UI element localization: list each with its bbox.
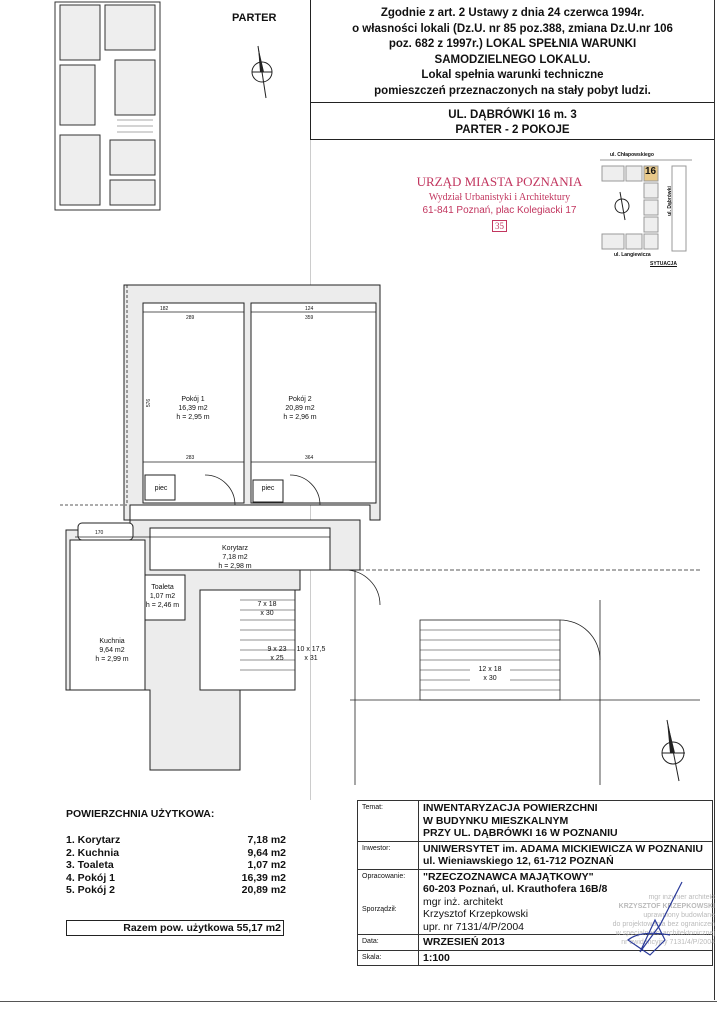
legal-line: pomieszczeń przeznaczonych na stały poby… <box>374 84 651 97</box>
field-label: Data: <box>357 934 419 951</box>
scale-value: 1:100 <box>418 949 713 966</box>
building-key-plan <box>54 1 161 211</box>
author-value: "RZECZOZNAWCA MAJĄTKOWY"60-203 Poznań, u… <box>418 868 713 935</box>
signature <box>627 881 683 956</box>
investor-value: UNIWERSYTET im. ADAMA MICKIEWICZA W POZN… <box>418 840 713 870</box>
legal-line: poz. 682 z 1997r.) LOKAL SPEŁNIA WARUNKI <box>388 38 637 50</box>
stamp-number: 35 <box>492 220 507 232</box>
street-label: ul. Chłapowskiego <box>610 152 654 158</box>
legal-line: o własności lokali (Dz.U. nr 85 poz.388,… <box>352 22 673 35</box>
area-summary-title: POWIERZCHNIA UŻYTKOWA: <box>66 808 215 820</box>
field-label: Inwestor: <box>357 840 419 870</box>
situation-title: SYTUACJA <box>650 261 677 267</box>
situation-plan: ul. Chłapowskiego 16 ul. Dąbrówki ul. La… <box>600 148 692 268</box>
stamp-line: URZĄD MIASTA POZNANIA <box>416 174 583 189</box>
stamp-line: Wydział Urbanistyki i Architektury <box>428 192 571 203</box>
field-label: Skala: <box>357 949 419 966</box>
page-border <box>714 0 715 1000</box>
divider <box>0 1001 717 1002</box>
legal-line: Zgodnie z art. 2 Ustawy z dnia 24 czerwc… <box>380 7 645 19</box>
dimension: 283 <box>186 455 195 461</box>
building-number: 16 <box>645 166 657 177</box>
stove-label: piec <box>261 485 275 492</box>
stamp-line: 61-841 Poznań, plac Kolegiacki 17 <box>422 205 577 216</box>
legal-header: Zgodnie z art. 2 Ustawy z dnia 24 czerwc… <box>310 0 715 140</box>
dimension: 170 <box>95 530 104 536</box>
dimension: 182 <box>160 306 169 312</box>
north-arrow-icon <box>661 719 685 782</box>
field-label: Temat: <box>357 800 419 842</box>
legal-line: Lokal spełnia warunki techniczne <box>421 69 604 81</box>
street-label: ul. Langiewicza <box>614 252 651 258</box>
floor-label: PARTER <box>232 12 277 24</box>
address-line: PARTER - 2 POKOJE <box>455 124 570 136</box>
office-stamp: URZĄD MIASTA POZNANIA Wydział Urbanistyk… <box>412 174 587 234</box>
field-label: Opracowanie:Sporządził: <box>357 868 419 935</box>
dimension: 364 <box>305 455 314 461</box>
address-line: UL. DĄBRÓWKI 16 m. 3 <box>448 109 577 121</box>
stove-label: piec <box>154 485 168 492</box>
dimension: 576 <box>146 398 153 408</box>
dimension: 289 <box>186 315 195 321</box>
north-arrow-icon <box>251 45 273 99</box>
floor-plan-drawing <box>60 284 700 785</box>
area-total: Razem pow. użytkowa 55,17 m2 <box>66 920 284 936</box>
dimension: 359 <box>305 315 314 321</box>
legal-line: SAMODZIELNEGO LOKALU. <box>434 53 591 66</box>
dimension: 124 <box>305 306 314 312</box>
